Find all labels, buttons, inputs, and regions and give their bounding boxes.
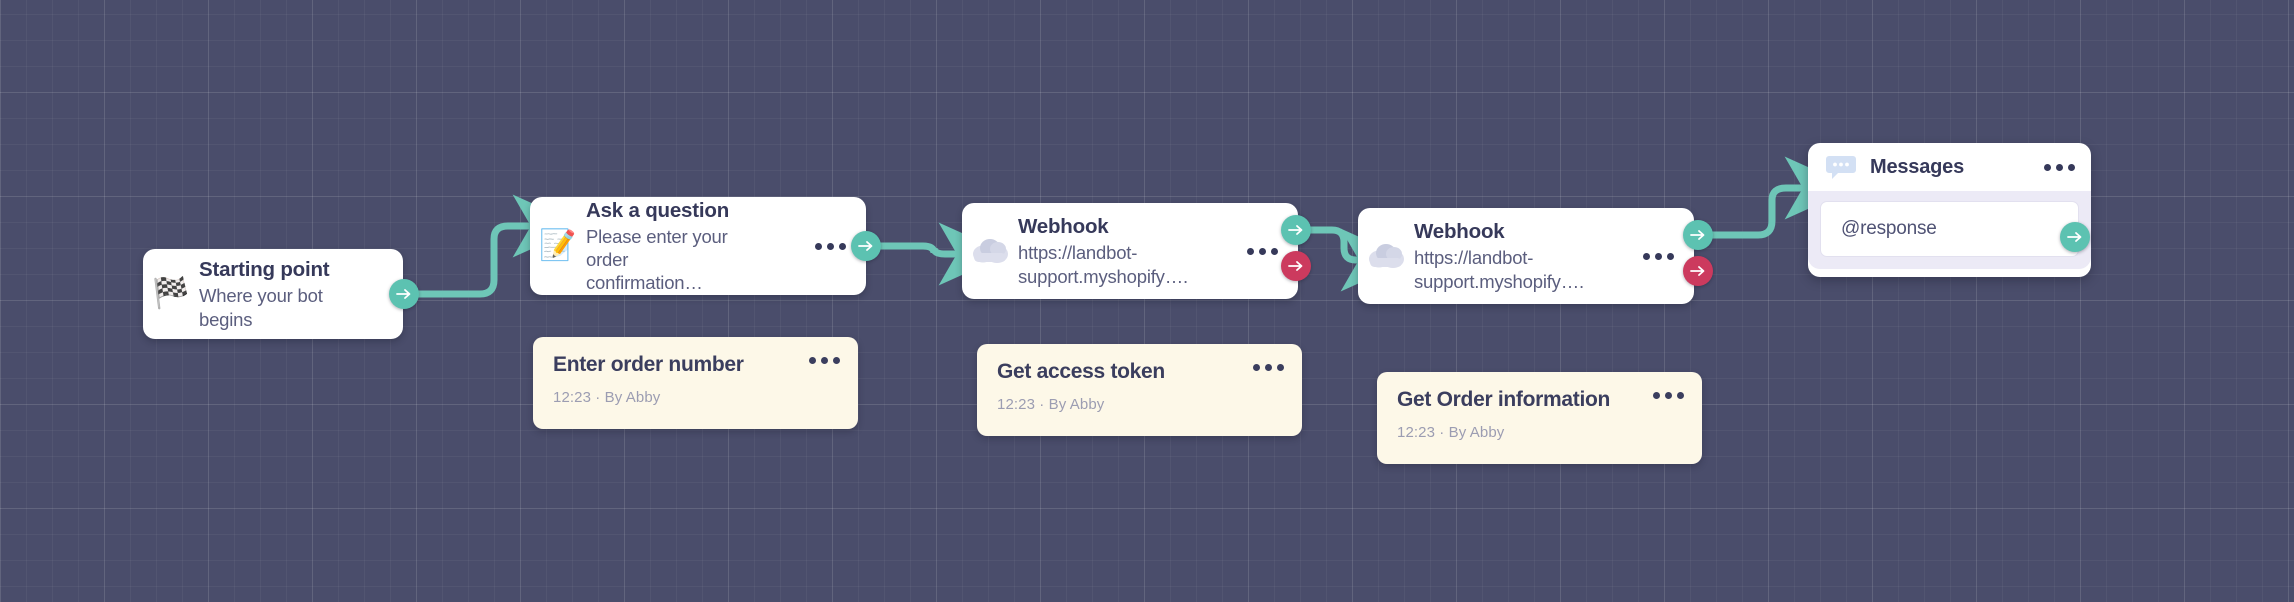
note-title: Get access token	[997, 360, 1165, 383]
checkered-flag-icon: 🏁	[152, 277, 190, 310]
wire-webhook1-to-webhook2	[1306, 226, 1411, 292]
node-menu-icon[interactable]	[811, 242, 866, 250]
node-title: Webhook	[1414, 220, 1505, 244]
node-subtitle: Please enter your order confirmation…	[586, 225, 728, 294]
node-subtitle: Where your bot begins	[199, 285, 323, 330]
note-title: Get Order information	[1397, 388, 1611, 411]
messages-panel-title: Messages	[1870, 155, 1965, 178]
more-options-icon[interactable]	[2044, 163, 2075, 171]
messages-panel-header: Messages	[1808, 143, 2091, 191]
node-subtitle: https://landbot-support.myshopify….	[1414, 247, 1584, 292]
node-starting-point[interactable]: 🏁 Starting point Where your bot begins	[143, 249, 403, 339]
messages-panel-body: @response	[1808, 191, 2091, 269]
output-port-webhook1-error[interactable]	[1281, 251, 1311, 281]
node-text: Starting point Where your bot begins	[199, 257, 403, 330]
memo-pencil-icon: 📝	[539, 229, 577, 262]
output-port-ask-question[interactable]	[851, 231, 881, 261]
message-text: @response	[1841, 218, 1937, 239]
node-title: Webhook	[1018, 215, 1109, 239]
output-port-webhook2-error[interactable]	[1683, 256, 1713, 286]
cloud-icon	[962, 237, 1018, 265]
node-ask-a-question[interactable]: 📝 Ask a question Please enter your order…	[530, 197, 866, 295]
node-menu-icon[interactable]	[1243, 247, 1298, 255]
note-menu-icon[interactable]	[795, 353, 840, 364]
note-header: Get access token	[997, 360, 1284, 384]
output-port-messages[interactable]	[2060, 222, 2090, 252]
output-port-webhook2-success[interactable]	[1683, 220, 1713, 250]
node-webhook-2[interactable]: Webhook https://landbot-support.myshopif…	[1358, 208, 1694, 304]
output-port-webhook1-success[interactable]	[1281, 215, 1311, 245]
note-meta: 12:23 · By Abby	[553, 389, 661, 407]
node-menu-icon[interactable]	[1639, 252, 1694, 260]
node-text: Webhook https://landbot-support.myshopif…	[1414, 219, 1639, 292]
node-text: Ask a question Please enter your order c…	[586, 198, 811, 294]
chat-bubble-icon	[1826, 154, 1856, 180]
node-subtitle: https://landbot-support.myshopify….	[1018, 242, 1188, 287]
note-meta: 12:23 · By Abby	[1397, 424, 1505, 442]
wire-webhook2-to-messages	[1708, 156, 1855, 239]
note-meta: 12:23 · By Abby	[997, 396, 1105, 414]
wire-start-to-question	[414, 194, 583, 298]
note-menu-icon[interactable]	[1239, 360, 1284, 371]
note-enter-order-number[interactable]: Enter order number 12:23 · By Abby	[533, 337, 858, 429]
cloud-icon	[1358, 242, 1414, 270]
wire-question-to-webhook1	[876, 222, 1009, 286]
note-get-access-token[interactable]: Get access token 12:23 · By Abby	[977, 344, 1302, 436]
message-row[interactable]: @response	[1820, 201, 2079, 257]
output-port-start[interactable]	[389, 279, 419, 309]
note-menu-icon[interactable]	[1639, 388, 1684, 399]
note-header: Get Order information	[1397, 388, 1684, 412]
messages-panel[interactable]: Messages @response	[1808, 143, 2091, 277]
note-title: Enter order number	[553, 353, 744, 376]
node-title: Starting point	[199, 258, 330, 282]
node-webhook-1[interactable]: Webhook https://landbot-support.myshopif…	[962, 203, 1298, 299]
note-header: Enter order number	[553, 353, 840, 377]
node-title: Ask a question	[586, 198, 730, 222]
note-get-order-information[interactable]: Get Order information 12:23 · By Abby	[1377, 372, 1702, 464]
node-text: Webhook https://landbot-support.myshopif…	[1018, 214, 1243, 287]
